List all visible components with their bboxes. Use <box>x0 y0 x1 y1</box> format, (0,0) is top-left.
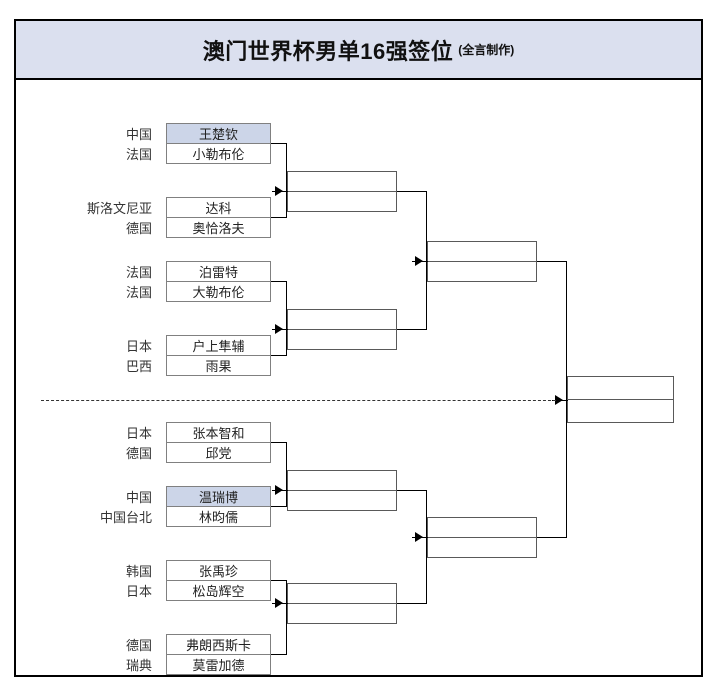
country-label: 德国 <box>125 446 152 461</box>
qf-slot-top[interactable] <box>288 310 396 330</box>
connector-line <box>286 442 287 507</box>
qf-slot-bottom[interactable] <box>288 604 396 624</box>
sf-slot-top[interactable] <box>428 518 536 538</box>
player-slot[interactable]: 松岛辉空 <box>192 583 245 599</box>
quarterfinal-box[interactable] <box>287 583 397 624</box>
connector-arrow <box>275 598 283 608</box>
country-label: 法国 <box>125 265 152 280</box>
connector-arrow <box>555 395 563 405</box>
title-credit: (全言制作) <box>458 43 515 57</box>
connector-line <box>271 355 287 356</box>
country-label: 法国 <box>125 285 152 300</box>
seed-box[interactable]: 泊雷特 大勒布伦 <box>166 261 271 302</box>
connector-line <box>397 490 427 491</box>
country-label: 日本 <box>125 584 152 599</box>
quarterfinal-box[interactable] <box>287 470 397 511</box>
player-slot[interactable]: 达科 <box>167 198 270 218</box>
connector-arrow <box>275 186 283 196</box>
final-slot-bottom[interactable] <box>568 400 673 423</box>
country-label: 中国 <box>125 127 152 142</box>
qf-slot-top[interactable] <box>288 172 396 192</box>
seed-box[interactable]: 张本智和 邱党 <box>166 422 271 463</box>
country-label: 斯洛文尼亚 <box>86 201 152 216</box>
connector-arrow <box>415 532 423 542</box>
connector-line <box>537 537 567 538</box>
connector-line <box>286 143 287 218</box>
country-label: 中国 <box>125 490 152 505</box>
seed-box[interactable]: 王楚钦 小勒布伦 <box>166 123 271 164</box>
connector-line <box>271 506 287 507</box>
quarterfinal-box[interactable] <box>287 171 397 212</box>
qf-slot-top[interactable] <box>288 471 396 491</box>
country-label: 瑞典 <box>125 658 152 673</box>
qf-slot-bottom[interactable] <box>288 330 396 350</box>
seed-box[interactable]: 张禹珍 松岛辉空 <box>166 560 271 601</box>
seed-box[interactable]: 户上隼辅 雨果 <box>166 335 271 376</box>
connector-line <box>271 217 287 218</box>
sf-slot-bottom[interactable] <box>428 538 536 558</box>
connector-line <box>271 580 287 581</box>
qf-slot-bottom[interactable] <box>288 192 396 212</box>
country-label: 韩国 <box>125 564 152 579</box>
connector-line <box>271 281 287 282</box>
connector-line <box>286 281 287 356</box>
connector-line <box>271 143 287 144</box>
country-label: 日本 <box>125 426 152 441</box>
qf-slot-bottom[interactable] <box>288 491 396 511</box>
country-label: 中国台北 <box>99 510 152 525</box>
seed-box[interactable]: 弗朗西斯卡 莫雷加德 <box>166 634 271 675</box>
quarterfinal-box[interactable] <box>287 309 397 350</box>
bracket-frame: 澳门世界杯男单16强签位 (全言制作) 中国 法国 王楚钦 小勒布伦 斯洛文尼亚… <box>14 19 703 677</box>
connector-line <box>286 580 287 655</box>
country-label: 巴西 <box>125 359 152 374</box>
player-slot[interactable]: 张禹珍 <box>167 561 270 581</box>
player-slot[interactable]: 泊雷特 <box>167 262 270 282</box>
country-label: 法国 <box>125 147 152 162</box>
player-slot[interactable]: 王楚钦 <box>167 124 270 144</box>
half-divider <box>41 400 556 401</box>
connector-line <box>397 191 427 192</box>
player-slot[interactable]: 小勒布伦 <box>192 146 245 162</box>
connector-line <box>397 603 427 604</box>
connector-line <box>397 329 427 330</box>
connector-line <box>271 442 287 443</box>
player-slot[interactable]: 林昀儒 <box>198 509 238 525</box>
connector-line <box>537 261 567 262</box>
player-slot[interactable]: 温瑞博 <box>167 487 270 507</box>
page-title: 澳门世界杯男单16强签位 <box>202 38 454 64</box>
sf-slot-top[interactable] <box>428 242 536 262</box>
player-slot[interactable]: 莫雷加德 <box>192 657 245 673</box>
country-label: 日本 <box>125 339 152 354</box>
connector-arrow <box>415 256 423 266</box>
sf-slot-bottom[interactable] <box>428 262 536 282</box>
player-slot[interactable]: 张本智和 <box>167 423 270 443</box>
connector-line <box>426 191 427 330</box>
final-slot-top[interactable] <box>568 377 673 400</box>
final-box[interactable] <box>567 376 674 423</box>
player-slot[interactable]: 户上隼辅 <box>167 336 270 356</box>
semifinal-box[interactable] <box>427 241 537 282</box>
connector-line <box>426 490 427 604</box>
player-slot[interactable]: 弗朗西斯卡 <box>167 635 270 655</box>
title-bar: 澳门世界杯男单16强签位 (全言制作) <box>16 21 701 80</box>
connector-line <box>566 261 567 538</box>
country-label: 德国 <box>125 221 152 236</box>
player-slot[interactable]: 雨果 <box>205 358 232 374</box>
player-slot[interactable]: 邱党 <box>205 445 232 461</box>
semifinal-box[interactable] <box>427 517 537 558</box>
connector-arrow <box>275 324 283 334</box>
qf-slot-top[interactable] <box>288 584 396 604</box>
player-slot[interactable]: 奥恰洛夫 <box>192 220 245 236</box>
country-label: 德国 <box>125 638 152 653</box>
connector-arrow <box>275 485 283 495</box>
connector-line <box>271 654 287 655</box>
player-slot[interactable]: 大勒布伦 <box>192 284 245 300</box>
seed-box[interactable]: 达科 奥恰洛夫 <box>166 197 271 238</box>
seed-box[interactable]: 温瑞博 林昀儒 <box>166 486 271 527</box>
bracket-area: 中国 法国 王楚钦 小勒布伦 斯洛文尼亚 德国 达科 奥恰洛夫 法国 法国 泊雷… <box>16 80 701 677</box>
